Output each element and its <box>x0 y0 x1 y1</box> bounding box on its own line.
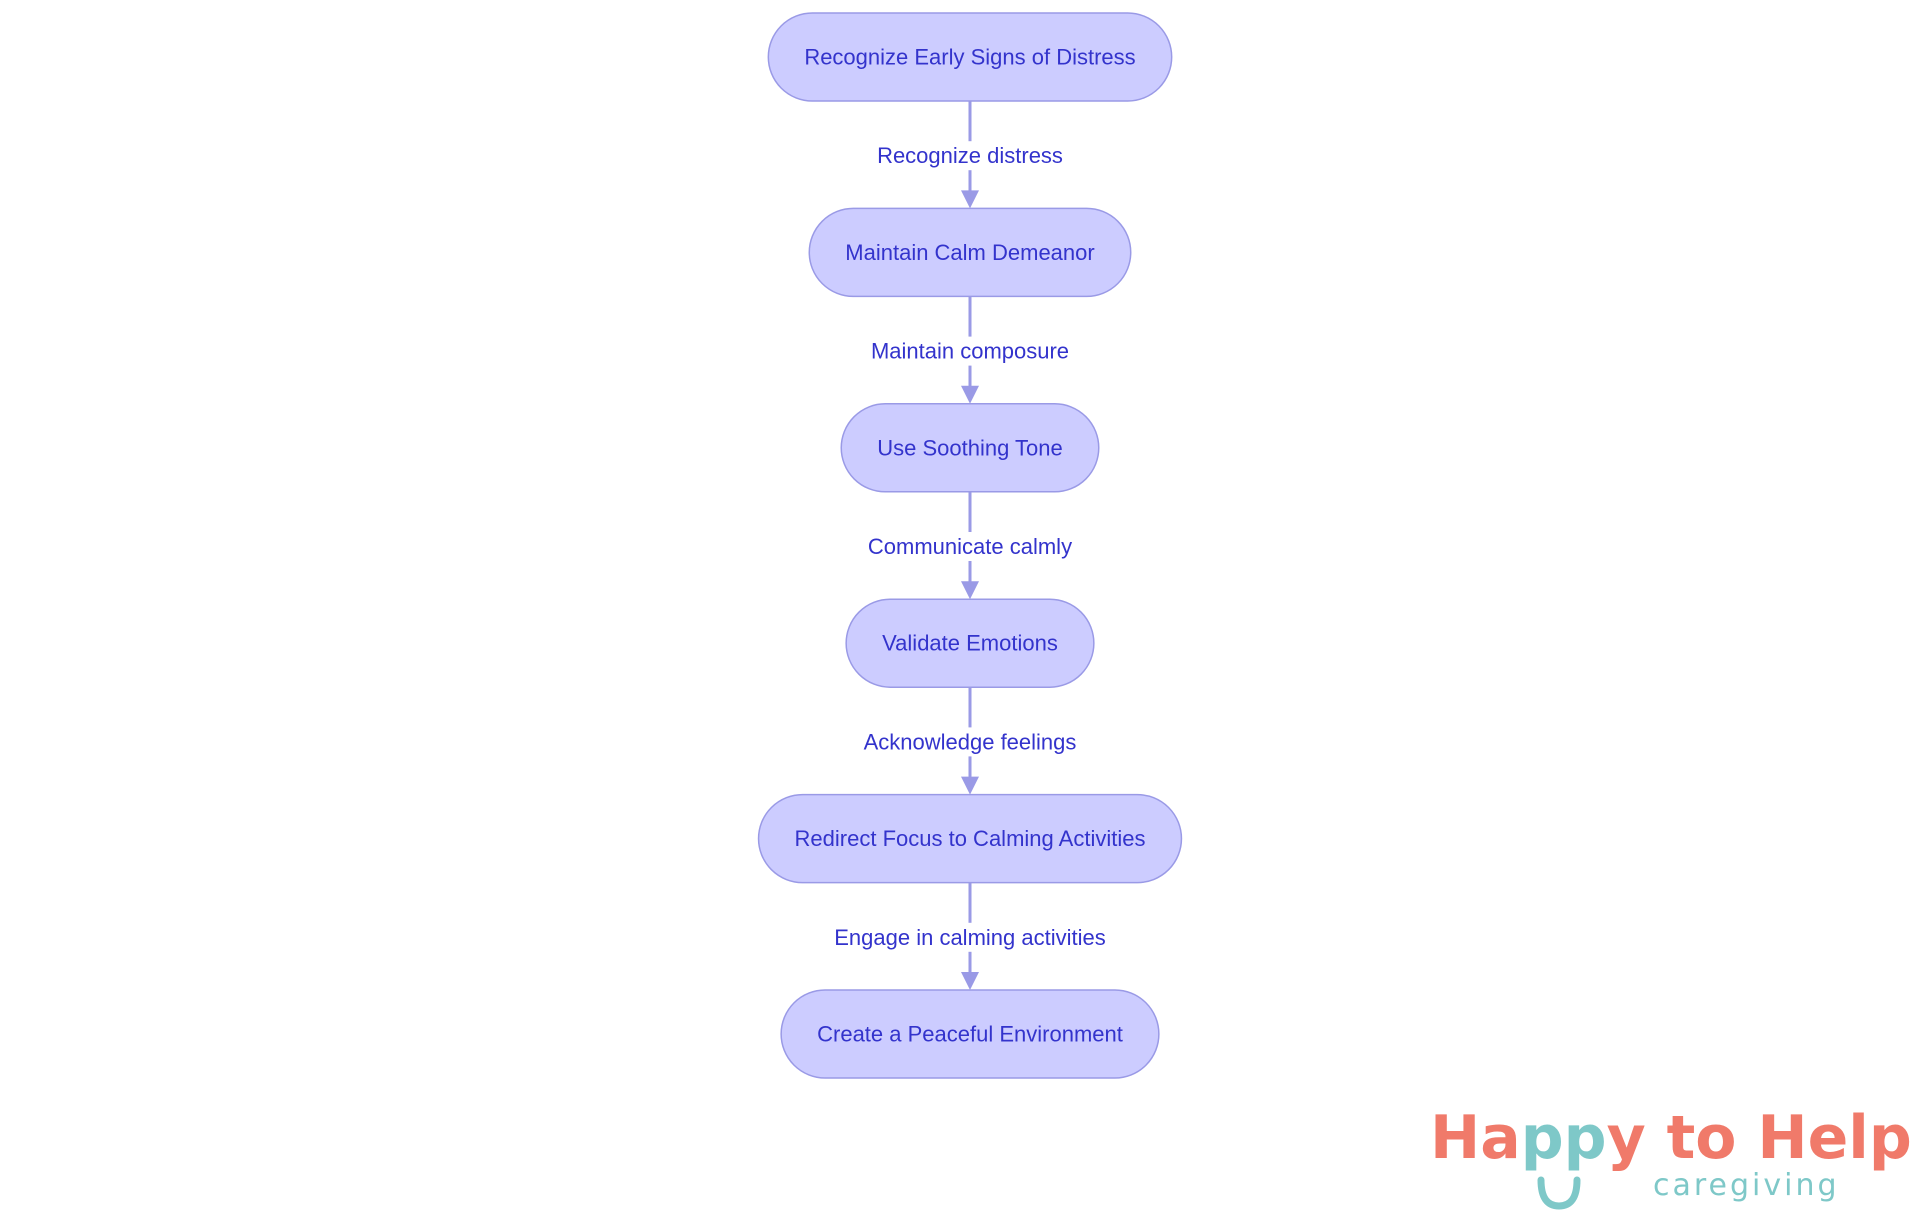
logo-text-part3: y to Help <box>1606 1103 1912 1173</box>
edge-label: Recognize distress <box>877 143 1063 168</box>
edge-label: Communicate calmly <box>868 534 1072 559</box>
edge-engage-in-calming-activities: Engage in calming activities <box>830 882 1110 990</box>
edge-maintain-composure: Maintain composure <box>866 296 1074 404</box>
node-label: Recognize Early Signs of Distress <box>804 45 1135 70</box>
edge-label-background <box>863 532 1077 561</box>
node-shape <box>780 989 1160 1079</box>
logo-text-part2: pp <box>1520 1103 1607 1173</box>
node-validate-emotions: Validate Emotions <box>845 598 1095 688</box>
node-label: Validate Emotions <box>882 631 1058 656</box>
node-recognize-early-signs-of-distress: Recognize Early Signs of Distress <box>767 12 1173 102</box>
node-maintain-calm-demeanor: Maintain Calm Demeanor <box>808 207 1132 298</box>
smile-icon <box>1537 1176 1581 1210</box>
node-shape <box>757 793 1183 884</box>
node-shape <box>767 12 1173 102</box>
node-label: Maintain Calm Demeanor <box>845 240 1094 265</box>
node-label: Create a Peaceful Environment <box>817 1022 1123 1047</box>
edge-label-background <box>866 336 1074 366</box>
edge-label-background <box>830 922 1110 952</box>
logo-wordmark: Happy to Help <box>1430 1108 1912 1168</box>
edge-label: Engage in calming activities <box>834 925 1105 950</box>
node-label: Redirect Focus to Calming Activities <box>795 826 1146 851</box>
arrowhead-icon <box>961 581 979 600</box>
node-create-a-peaceful-environment: Create a Peaceful Environment <box>780 989 1160 1079</box>
node-use-soothing-tone: Use Soothing Tone <box>840 403 1100 493</box>
arrowhead-icon <box>961 776 979 795</box>
edge-recognize-distress: Recognize distress <box>873 101 1067 209</box>
arrowhead-icon <box>961 385 979 404</box>
edge-label: Maintain composure <box>871 339 1069 364</box>
edge-communicate-calmly: Communicate calmly <box>863 491 1077 600</box>
happy-to-help-logo: Happy to Help caregiving <box>1430 1108 1912 1218</box>
node-label: Use Soothing Tone <box>877 435 1063 460</box>
arrowhead-icon <box>961 190 979 209</box>
edge-label-background <box>873 141 1067 171</box>
node-redirect-focus-to-calming-activities: Redirect Focus to Calming Activities <box>757 793 1183 884</box>
node-shape <box>845 598 1095 688</box>
logo-subtitle: caregiving <box>1653 1168 1840 1203</box>
edge-acknowledge-feelings: Acknowledge feelings <box>859 687 1081 795</box>
edge-label: Acknowledge feelings <box>864 729 1077 754</box>
node-shape <box>840 403 1100 493</box>
logo-text-part1: Ha <box>1430 1103 1521 1173</box>
nodes-layer: Recognize Early Signs of DistressMaintai… <box>757 12 1183 1079</box>
edge-label-background <box>859 727 1081 757</box>
node-shape <box>808 207 1132 298</box>
arrowhead-icon <box>961 972 979 990</box>
